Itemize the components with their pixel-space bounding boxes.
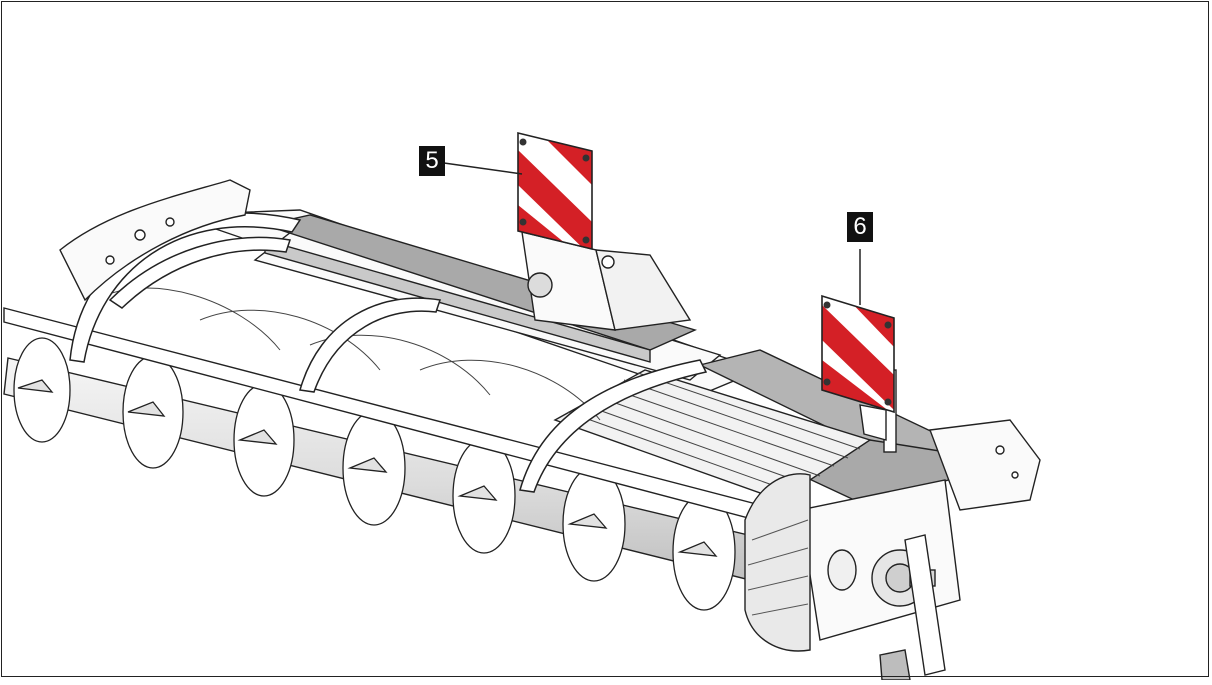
right-end-plate	[799, 419, 1041, 681]
left-side-plate	[59, 179, 251, 302]
leader-lines	[443, 162, 861, 305]
sign-bracket-left	[521, 231, 692, 331]
tine-arms	[69, 212, 708, 493]
warning-sign-left	[517, 131, 593, 251]
auger-flights	[13, 337, 736, 611]
callout-6: 6	[847, 212, 873, 242]
callout-5: 5	[419, 146, 445, 176]
rotor-drum	[744, 473, 811, 652]
